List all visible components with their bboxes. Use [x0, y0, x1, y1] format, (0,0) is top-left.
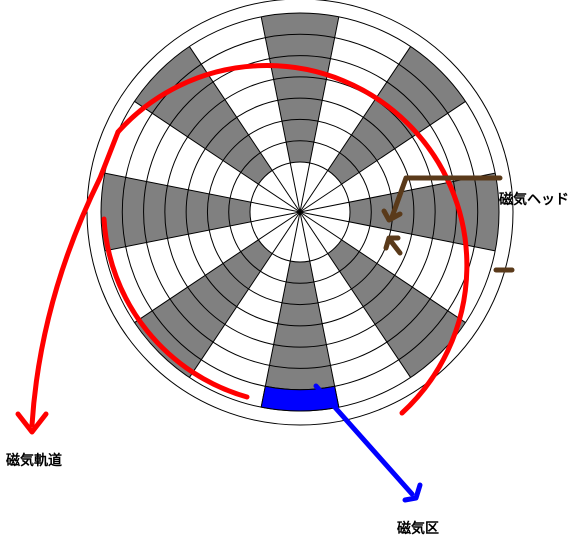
- sector-spoke: [299, 211, 496, 252]
- sector-spoke: [104, 211, 301, 252]
- sector-spoke: [260, 211, 301, 408]
- magnetic-track-label: 磁気軌道: [6, 453, 62, 469]
- magnetic-head-label: 磁気ヘッド: [499, 192, 569, 208]
- shaded-sector: [261, 261, 339, 411]
- track-ring: [185, 97, 415, 327]
- track-ring: [164, 76, 436, 348]
- sector-spoke: [299, 211, 411, 378]
- magnetic-sector-label: 磁気区: [397, 521, 439, 537]
- sector-spoke: [299, 211, 466, 323]
- sector-spoke: [189, 211, 301, 378]
- sector-arrow: [313, 383, 415, 497]
- sector-arrow-head: [402, 482, 423, 503]
- shaded-sector: [134, 46, 273, 185]
- track-arrow-head: [15, 411, 49, 435]
- shaded-sector: [100, 173, 251, 251]
- shaded-sector: [134, 239, 273, 378]
- sector-spoke: [104, 172, 301, 213]
- track-arrow: [29, 129, 121, 428]
- shaded-sector: [261, 13, 339, 163]
- sector-spoke: [299, 101, 466, 213]
- sector-spoke: [260, 16, 301, 213]
- shaded-sector: [327, 239, 466, 378]
- sector-spoke: [299, 211, 340, 408]
- track-highlight-arc-lower: [101, 216, 250, 400]
- sector-spoke: [299, 16, 340, 213]
- track-ring: [143, 55, 457, 369]
- sector-spoke: [134, 101, 301, 213]
- head-arm: [389, 175, 503, 220]
- sector-spoke: [299, 46, 411, 213]
- track-highlight-arc: [115, 63, 470, 416]
- sector-spoke: [134, 211, 301, 323]
- head-pointer-arrow: [383, 235, 403, 256]
- track-ring: [228, 140, 372, 284]
- track-ring: [249, 161, 351, 263]
- head-arm-tip: [381, 208, 403, 223]
